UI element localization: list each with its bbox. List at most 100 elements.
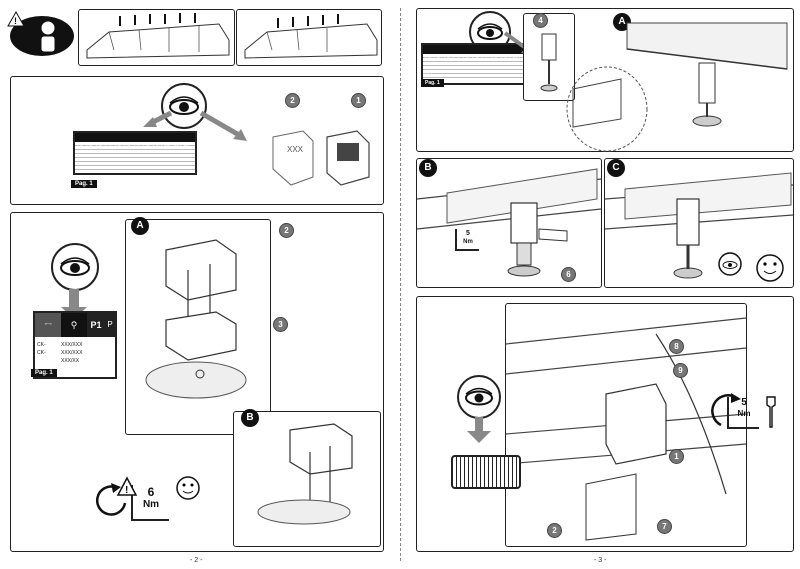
table-header-cell: P10 xyxy=(160,142,170,148)
roof-rail-illustration xyxy=(566,22,788,152)
table-header-cell: P7 xyxy=(133,142,140,148)
part-number-1: 1 xyxy=(351,93,366,108)
page-number-right: - 3 - xyxy=(594,557,607,564)
page-number-left: - 2 - xyxy=(190,557,203,564)
panel-step-c-right: C xyxy=(604,158,794,288)
header-cell-symbol: ◦‧◦ xyxy=(35,313,61,337)
torque-right-b: 5 Nm xyxy=(455,229,479,251)
table-header-cell: P1 xyxy=(76,142,83,148)
table-header-cell: P12 xyxy=(423,72,433,78)
thumbs-up-icon xyxy=(176,476,200,500)
warning-figure: ! xyxy=(7,8,76,60)
table-header-cell: P8 xyxy=(491,54,498,60)
part-4-frame xyxy=(523,13,575,101)
pag-tab: Pag. 1 xyxy=(421,79,444,87)
header-cell-p: P xyxy=(107,320,113,329)
table-header-cell: P2 xyxy=(434,54,441,60)
part-number-4: 4 xyxy=(533,13,548,28)
foot-assembly-illustration xyxy=(604,172,794,279)
eye-icon xyxy=(51,243,99,291)
panel-step-b-right: B 5 Nm 6 xyxy=(416,158,602,288)
step-c-badge: C xyxy=(607,159,625,177)
table-header-cell: P5 xyxy=(462,54,469,60)
step-b-badge: B xyxy=(419,159,437,177)
header-cell-wrench: ⚲ xyxy=(61,313,87,337)
pag-tab: Pag. 1 xyxy=(71,180,97,188)
stamp-text: XXX xyxy=(287,145,304,154)
warning-icon: ! xyxy=(7,10,74,56)
torque-right-bottom: 5 Nm xyxy=(727,397,759,429)
eye-icon xyxy=(161,83,207,129)
table-header-cell: P7 xyxy=(481,54,488,60)
part-number-8: 8 xyxy=(669,339,684,354)
part-number-2: 2 xyxy=(285,93,300,108)
bracket-illustration xyxy=(145,239,247,399)
part-number-6: 6 xyxy=(561,267,576,282)
part-illustrations xyxy=(272,130,370,186)
part-number-1: 1 xyxy=(669,449,684,464)
panel-step-a-b: ◦‧◦ ⚲ P1 P CK-XXX/XXX CK-XXX/XXX XXX/XX … xyxy=(10,212,384,552)
page-divider xyxy=(400,8,401,561)
table-header-cell: P4 xyxy=(453,54,460,60)
warning-icon: ! xyxy=(116,476,138,496)
part-number-7: 7 xyxy=(657,519,672,534)
thumbs-up-icon xyxy=(756,254,784,282)
part-number-3: 3 xyxy=(273,317,288,332)
torque-unit: Nm xyxy=(142,499,160,510)
step-a-badge: A xyxy=(131,217,149,235)
car-roof-panel-1 xyxy=(78,9,235,66)
table-header-cell: P12 xyxy=(179,142,189,148)
part-number-9: 9 xyxy=(673,363,688,378)
table-header-cell: P3 xyxy=(95,142,102,148)
table-header-cell: P10 xyxy=(508,54,518,60)
svg-text:!: ! xyxy=(125,485,128,496)
car-roof-illustration xyxy=(244,14,378,59)
torque-value: 6 xyxy=(147,485,155,499)
step-a-frame xyxy=(125,219,271,435)
wrench-icon xyxy=(766,396,776,428)
part-number-2: 2 xyxy=(547,523,562,538)
panel-final-assembly: 8 9 1 2 7 5 Nm xyxy=(416,296,794,552)
table-header-cell: P4 xyxy=(105,142,112,148)
table-header-cell: P2 xyxy=(86,142,93,148)
torque-left: 6 Nm xyxy=(131,485,169,521)
assembly-detail-frame xyxy=(505,303,747,547)
table-header-cell: P6 xyxy=(472,54,479,60)
eye-icon xyxy=(718,252,742,276)
foot-assembly-illustration xyxy=(416,168,602,277)
arrows xyxy=(143,110,247,141)
table-header-cell: P11 xyxy=(170,142,180,148)
part-number-2: 2 xyxy=(279,223,294,238)
torque-unit: Nm xyxy=(463,239,473,245)
eye-icon xyxy=(457,375,501,419)
table-header-cell: P9 xyxy=(152,142,159,148)
table-header-cell: P6 xyxy=(124,142,131,148)
table-row: XXX/XX xyxy=(61,358,80,364)
pag-tab: Pag. 1 xyxy=(31,369,57,377)
header-cell-p1: P1 xyxy=(90,320,102,330)
torque-value: 5 xyxy=(466,230,470,237)
roof-bar-illustration xyxy=(505,317,747,541)
car-roof-illustration xyxy=(86,13,230,59)
table-header-cell: P5 xyxy=(114,142,121,148)
reference-table-detail: ◦‧◦ ⚲ P1 P CK-XXX/XXX CK-XXX/XXX XXX/XX xyxy=(33,311,117,379)
down-arrow xyxy=(467,417,491,443)
step-b-badge: B xyxy=(241,409,259,427)
torque-value: 5 xyxy=(741,397,747,408)
rotate-arrow-icon xyxy=(96,483,127,516)
step-b-frame xyxy=(233,411,381,547)
table-row: CK-XXX/XXX xyxy=(37,342,83,348)
table-header-cell: P3 xyxy=(443,54,450,60)
bracket-illustration xyxy=(257,423,353,525)
grille-part xyxy=(451,455,521,489)
car-roof-panel-2 xyxy=(236,9,382,66)
svg-text:!: ! xyxy=(14,16,17,26)
rotate-arrow-icon xyxy=(711,393,741,427)
table-header-cell: P9 xyxy=(500,54,507,60)
table-header-cell: P11 xyxy=(518,53,528,62)
table-header-cell: P1 xyxy=(424,54,431,60)
table-row: CK-XXX/XXX xyxy=(37,350,83,356)
